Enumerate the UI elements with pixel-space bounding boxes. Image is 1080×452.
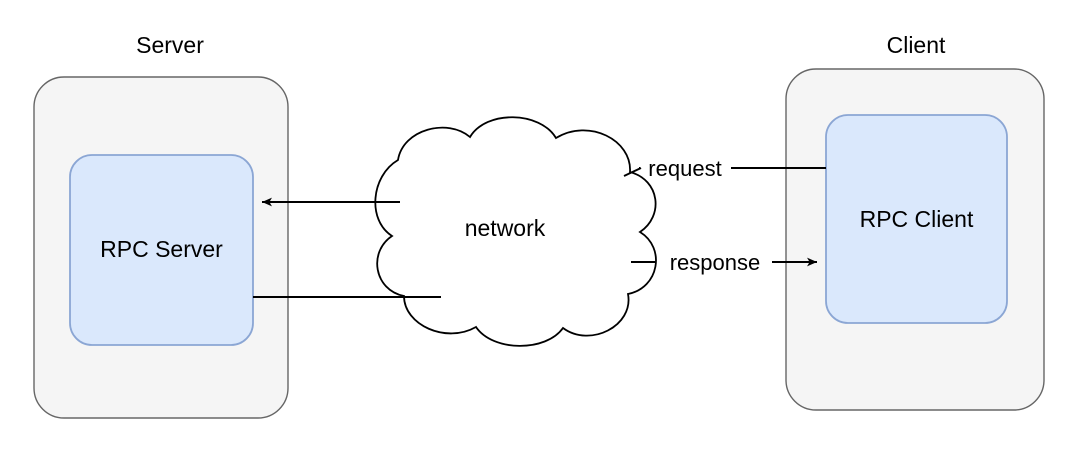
server-zone-title: Server bbox=[136, 32, 204, 58]
request-edge-group[interactable]: request bbox=[623, 156, 826, 181]
rpc-client-label: RPC Client bbox=[860, 206, 974, 232]
request-edge-label: request bbox=[648, 156, 721, 181]
response-edge-group[interactable]: response bbox=[631, 250, 817, 275]
network-cloud-group[interactable]: network bbox=[374, 116, 657, 347]
client-zone-title: Client bbox=[887, 32, 946, 58]
network-cloud-label: network bbox=[465, 215, 546, 241]
rpc-server-label: RPC Server bbox=[100, 236, 223, 262]
rpc-client-box[interactable] bbox=[825, 114, 1008, 324]
rpc-server-node-group[interactable]: RPC Server bbox=[69, 154, 254, 346]
network-cloud-shape[interactable] bbox=[374, 116, 657, 347]
request-edge-connector[interactable] bbox=[623, 167, 642, 177]
response-edge-label: response bbox=[670, 250, 761, 275]
rpc-client-node-group[interactable]: RPC Client bbox=[825, 114, 1008, 324]
rpc-server-box[interactable] bbox=[69, 154, 254, 346]
